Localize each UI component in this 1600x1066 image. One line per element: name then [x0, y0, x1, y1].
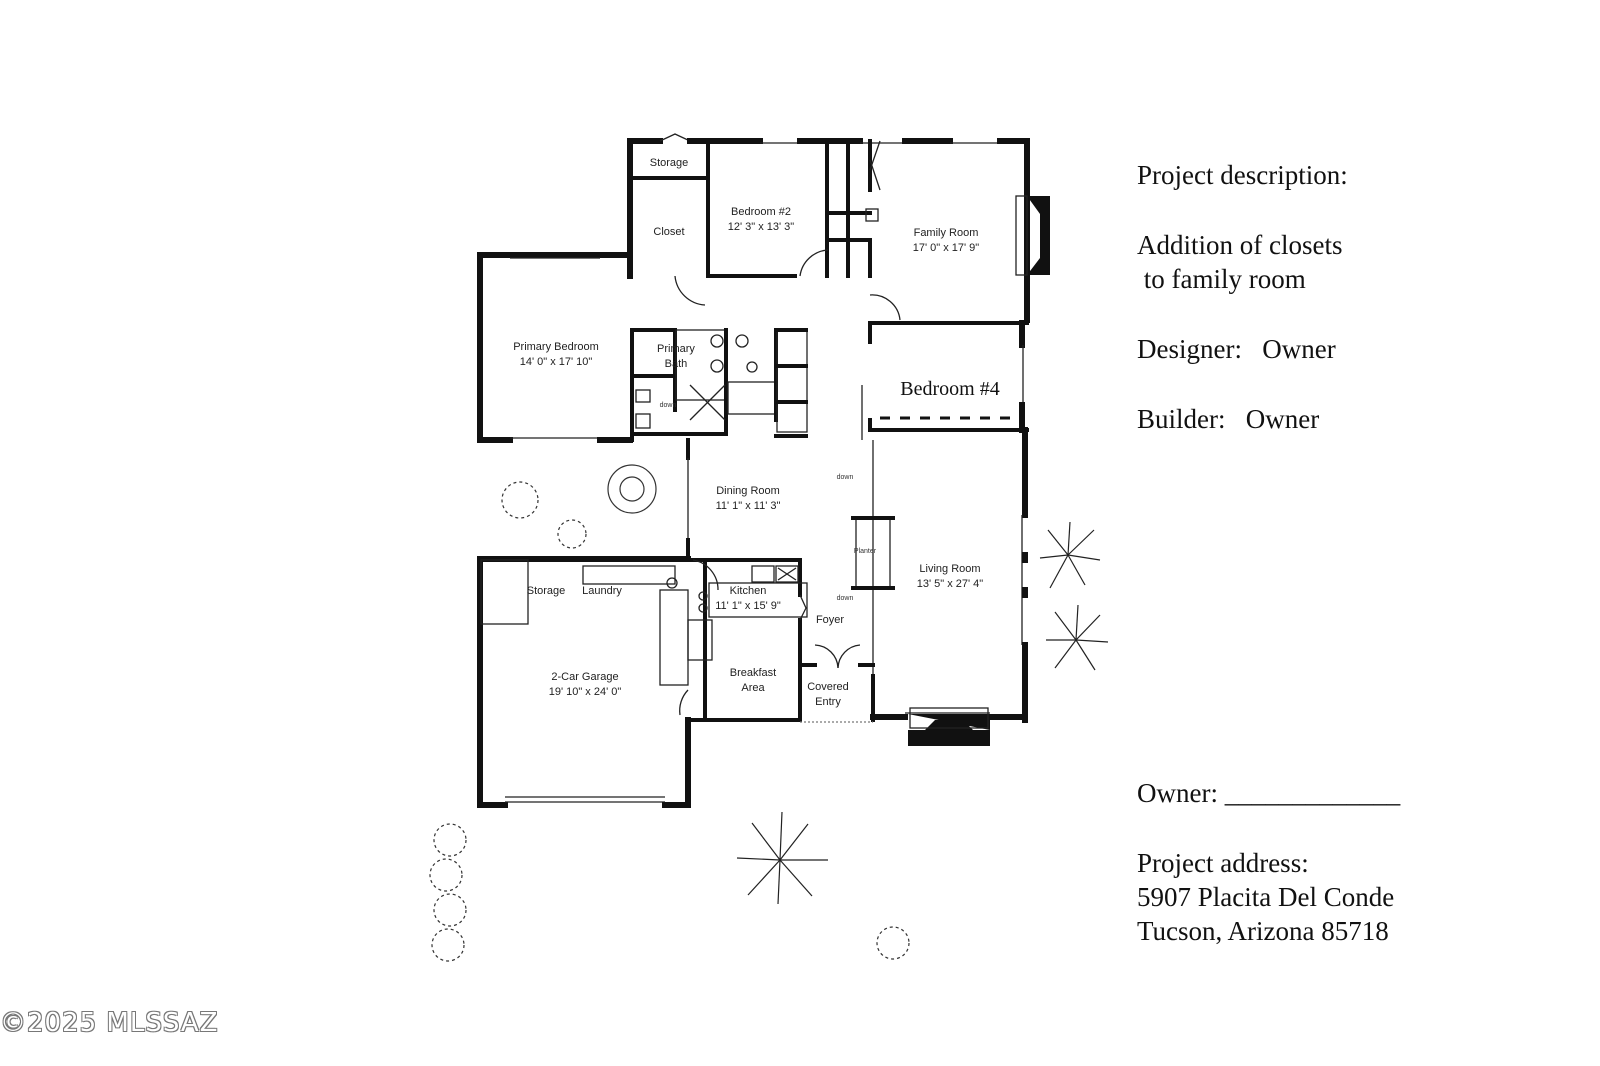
owner-line: Owner: _____________: [1137, 778, 1401, 808]
laundry-label: Laundry: [582, 585, 622, 597]
address-line1: 5907 Placita Del Conde: [1137, 882, 1395, 912]
room-labels: Storage Closet Bedroom #2 12' 3" x 13' 3…: [513, 157, 1000, 708]
kitchen-label: Kitchen: [730, 585, 767, 597]
breakfast-label-1: Breakfast: [730, 667, 776, 679]
walls: [477, 133, 1050, 808]
project-notes: Project description: Addition of closets…: [1137, 158, 1577, 948]
living-room-dim: 13' 5" x 27' 4": [917, 578, 984, 590]
primary-bedroom-label: Primary Bedroom: [513, 341, 599, 353]
address-label: Project address:: [1137, 848, 1309, 878]
bedroom2-label: Bedroom #2: [731, 206, 791, 218]
family-room-dim: 17' 0" x 17' 9": [913, 242, 980, 254]
down-label-bath: down: [660, 402, 677, 409]
landscape-shrubs: [429, 464, 1109, 962]
primary-bath-label-2: Bath: [665, 358, 688, 370]
closet-label: Closet: [653, 226, 684, 238]
living-room-label: Living Room: [919, 563, 980, 575]
storage-garage-label: Storage: [527, 585, 566, 597]
garage-dim: 19' 10" x 24' 0": [549, 686, 622, 698]
breakfast-label-2: Area: [741, 682, 765, 694]
primary-bedroom-dim: 14' 0" x 17' 10": [520, 356, 593, 368]
kitchen-dim: 11' 1" x 15' 9": [715, 600, 781, 612]
family-room-label: Family Room: [914, 227, 979, 239]
doors: [674, 140, 901, 716]
address-line2: Tucson, Arizona 85718: [1137, 916, 1389, 946]
mls-watermark: ©2025 MLSSAZ: [0, 1008, 219, 1038]
builder-line: Builder: Owner: [1137, 404, 1320, 434]
down-label-foyer: down: [837, 595, 854, 602]
garage-label: 2-Car Garage: [551, 671, 618, 683]
down-label-dining: down: [837, 474, 854, 481]
dining-room-label: Dining Room: [716, 485, 780, 497]
bedroom4-label: Bedroom #4: [900, 378, 999, 400]
fixtures: [635, 208, 879, 613]
covered-entry-label-1: Covered: [807, 681, 849, 693]
project-description-line1: Addition of closets: [1137, 230, 1343, 260]
project-description-line2: to family room: [1137, 264, 1306, 294]
dining-room-dim: 11' 1" x 11' 3": [716, 500, 781, 512]
covered-entry-label-2: Entry: [815, 696, 841, 708]
foyer-label: Foyer: [816, 614, 844, 626]
designer-line: Designer: Owner: [1137, 334, 1336, 364]
storage-top-label: Storage: [650, 157, 689, 169]
bedroom2-dim: 12' 3" x 13' 3": [728, 221, 795, 233]
planter-label: Planter: [854, 548, 877, 555]
primary-bath-label-1: Primary: [657, 343, 695, 355]
project-description-heading: Project description:: [1137, 160, 1348, 190]
